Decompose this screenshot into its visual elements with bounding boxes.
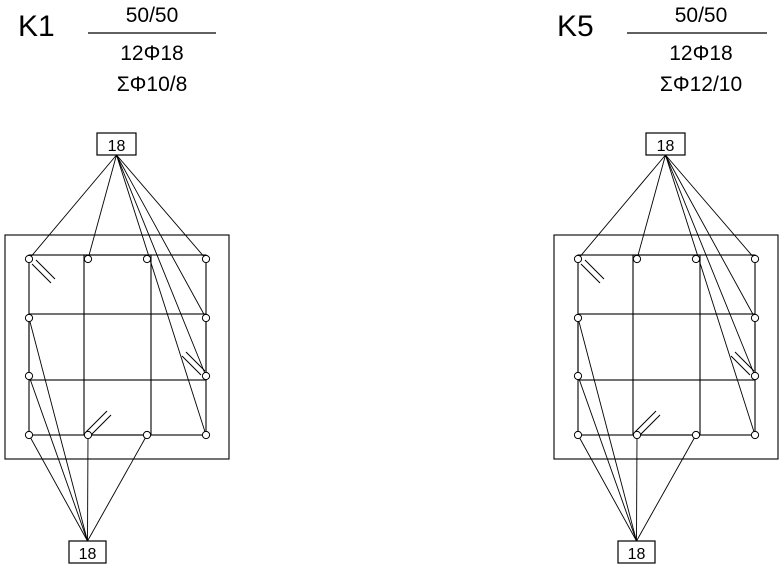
- inner-stirrup-vertical: [83, 254, 152, 436]
- leader-line: [28, 317, 88, 542]
- section-size: 50/50: [675, 4, 728, 27]
- leader-line: [636, 434, 638, 542]
- column-k1: K1 50/50 12Φ18 ΣΦ10/8 18 18: [4, 4, 230, 564]
- leader-line: [87, 154, 117, 260]
- rebar-dot: [632, 254, 642, 264]
- rebar-dot: [24, 371, 34, 381]
- rebar-spec: 12Φ18: [669, 42, 732, 65]
- stirrup-hook: [181, 351, 206, 376]
- column-name: K1: [18, 10, 55, 43]
- concrete-outline: [4, 234, 230, 460]
- section-detail: [553, 154, 779, 542]
- leader-line: [577, 434, 637, 542]
- rebar-dot: [201, 430, 211, 440]
- rebar-dot: [573, 313, 583, 323]
- rebar-dot: [632, 430, 642, 440]
- leader-line: [577, 317, 637, 542]
- section-detail: [4, 154, 230, 542]
- top-bar-tag-label: 18: [657, 138, 675, 155]
- bottom-bar-tag-label: 18: [628, 546, 646, 563]
- inner-stirrup-vertical: [632, 254, 701, 436]
- leader-line: [665, 154, 756, 377]
- rebar-dot: [83, 254, 93, 264]
- stirrup-hook: [634, 410, 661, 437]
- rebar-dot: [691, 430, 701, 440]
- rebar-dot: [573, 430, 583, 440]
- bottom-bar-tag-label: 18: [79, 546, 97, 563]
- rebar-dot: [573, 371, 583, 381]
- leader-line: [87, 434, 89, 542]
- rebar-dot: [201, 254, 211, 264]
- rebar-dot: [83, 430, 93, 440]
- rebar-dot: [201, 371, 211, 381]
- stirrup-hook: [580, 259, 605, 284]
- rebar-dot: [750, 313, 760, 323]
- inner-stirrup-horizontal: [28, 313, 207, 381]
- bottom-bar-tag: [68, 540, 107, 564]
- rebar-dot: [750, 254, 760, 264]
- leader-line: [116, 154, 207, 260]
- rebar-dot: [750, 371, 760, 381]
- leader-line: [116, 154, 207, 377]
- top-bar-tag-label: 18: [108, 138, 126, 155]
- leader-line: [28, 434, 88, 542]
- stirrup-hook: [85, 410, 112, 437]
- leader-line: [636, 434, 697, 542]
- rebar-dot: [691, 254, 701, 264]
- stirrup-hook: [31, 259, 56, 284]
- leader-line: [665, 154, 756, 436]
- stirrup-hook: [730, 351, 755, 376]
- section-size: 50/50: [126, 4, 179, 27]
- leader-line: [636, 154, 666, 260]
- leader-line: [116, 154, 207, 436]
- stirrup-spec: ΣΦ10/8: [117, 73, 188, 96]
- rebar-dot: [573, 254, 583, 264]
- stirrup-spec: ΣΦ12/10: [660, 73, 742, 96]
- concrete-outline: [553, 234, 779, 460]
- leader-line: [577, 375, 637, 542]
- leader-line: [28, 375, 88, 542]
- perimeter-stirrup: [28, 254, 207, 436]
- inner-stirrup-horizontal: [577, 313, 756, 381]
- leader-line: [665, 154, 756, 260]
- leader-line: [28, 154, 117, 260]
- perimeter-stirrup: [577, 254, 756, 436]
- leader-line: [577, 154, 666, 260]
- leader-line: [87, 434, 148, 542]
- top-bar-tag: [96, 132, 137, 156]
- rebar-dot: [24, 313, 34, 323]
- leader-line: [116, 154, 207, 319]
- rebar-dot: [24, 430, 34, 440]
- rebar-dot: [201, 313, 211, 323]
- rebar-spec: 12Φ18: [120, 42, 183, 65]
- top-bar-tag: [645, 132, 686, 156]
- column-name: K5: [557, 10, 594, 43]
- column-k5: K5 50/50 12Φ18 ΣΦ12/10 18 18: [553, 4, 779, 564]
- rebar-dot: [142, 430, 152, 440]
- rebar-dot: [142, 254, 152, 264]
- bottom-bar-tag: [617, 540, 656, 564]
- leader-line: [665, 154, 756, 319]
- rebar-dot: [750, 430, 760, 440]
- rebar-dot: [24, 254, 34, 264]
